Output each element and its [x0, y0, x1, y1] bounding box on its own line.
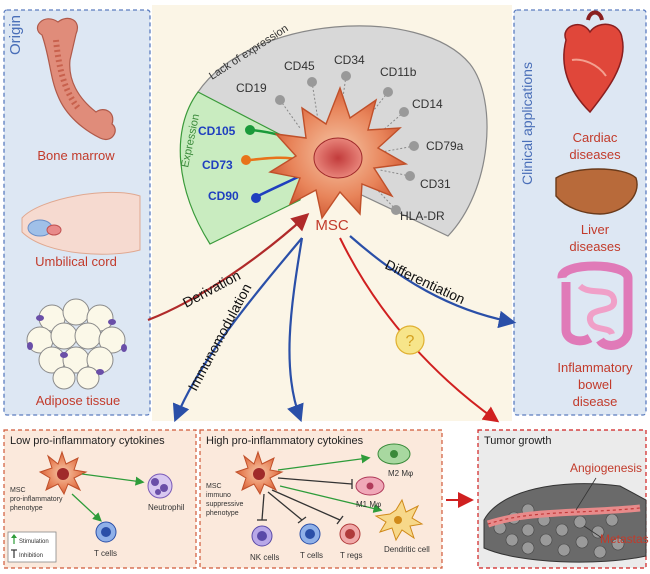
clinical-cardiac-line2: diseases [569, 147, 621, 162]
derivation-arrow [147, 213, 310, 322]
legend-stimulation: Stimulation [19, 539, 49, 545]
lack-marker-labels: CD19 CD45 CD34 CD11b CD14 CD79a CD31 HLA… [236, 53, 464, 223]
high-inhibition-lines [257, 477, 353, 525]
origin-panel: Origin Bone marrow Umbilical cord Adipos… [3, 9, 151, 416]
nk-cell-icon [251, 525, 273, 547]
immuno-arrow-left [172, 237, 303, 423]
angiogenesis-label: Angiogenesis [570, 461, 642, 475]
msc-cell-icon [268, 85, 409, 220]
dendritic-cell-icon [374, 498, 424, 542]
low-tcells-label: T cells [94, 549, 117, 558]
low-neutrophil-label: Neutrophil [148, 503, 185, 512]
high-stim-dendritic [279, 485, 383, 513]
adipose-tissue-icon [26, 298, 126, 390]
marker-cd105: CD105 [198, 124, 236, 138]
msc-label: MSC [315, 217, 349, 234]
clinical-ibd-line1: Inflammatory [557, 360, 633, 375]
low-title: Low pro-inflammatory cytokines [10, 435, 165, 447]
clinical-liver-line2: diseases [569, 239, 621, 254]
heart-icon [563, 10, 624, 114]
tumor-title: Tumor growth [484, 435, 551, 447]
high-msc-line1: MSC [206, 483, 222, 490]
low-tcell-icon [95, 521, 117, 543]
tregs-label: T regs [340, 551, 363, 560]
high-msc-line3: suppressive [206, 501, 243, 508]
source-umbilical-cord: Umbilical cord [35, 254, 117, 269]
cd73-dot [241, 155, 251, 165]
high-tcell-icon [299, 523, 321, 545]
source-bone-marrow: Bone marrow [37, 148, 115, 163]
bone-marrow-icon [36, 17, 116, 140]
marker-cd79a: CD79a [426, 139, 464, 153]
clinical-liver-line1: Liver [581, 222, 610, 237]
metastasis-label: Metastas [600, 532, 649, 546]
origin-title: Origin [7, 15, 24, 55]
clinical-cardiac-line1: Cardiac [573, 130, 618, 145]
m2-macrophage-icon [377, 443, 411, 465]
angiogenesis-pointer [575, 477, 597, 511]
dendritic-label: Dendritic cell [384, 545, 430, 554]
clinical-ibd-line3: disease [573, 394, 618, 409]
clinical-title: Clinical applications [519, 62, 535, 185]
clinical-ibd-line2: bowel [578, 377, 612, 392]
low-msc-icon [38, 450, 88, 496]
low-msc-line1: MSC [10, 487, 26, 494]
low-stim-tcells [71, 493, 102, 522]
expression-region: Expression [179, 91, 311, 245]
m2-label: M2 Mφ [388, 469, 413, 478]
tumor-tissue-icon [483, 483, 647, 563]
nk-label: NK cells [250, 553, 279, 562]
tumor-panel: Tumor growth Angiogenesis Metastas [477, 429, 649, 569]
legend-box: Stimulation Inhibition [7, 531, 57, 563]
marker-cd45: CD45 [284, 59, 315, 73]
low-stim-neutrophil [81, 473, 145, 486]
legend-inhibition: Inhibition [19, 553, 43, 559]
immuno-arrow-right [287, 237, 304, 423]
umbilical-cord-icon [21, 191, 141, 255]
treg-icon [339, 523, 361, 545]
marker-cd34: CD34 [334, 53, 365, 67]
high-stim-m2 [277, 454, 371, 471]
clinical-panel: Clinical applications Cardiac diseases L… [513, 9, 647, 416]
source-adipose-tissue: Adipose tissue [36, 393, 121, 408]
question-bubble [395, 325, 425, 355]
cd105-dot [245, 125, 255, 135]
stim-legend-head [11, 534, 17, 538]
neutrophil-icon [147, 473, 173, 499]
marker-cd11b: CD11b [380, 65, 417, 79]
marker-cd73: CD73 [202, 158, 233, 172]
high-tcells-label: T cells [300, 551, 323, 560]
m1-macrophage-icon [355, 476, 385, 496]
cd90-dot [251, 193, 261, 203]
low-msc-line2: pro-inflammatory [10, 496, 63, 503]
adipose-nuclei [27, 315, 127, 375]
high-cytokine-panel: High pro-inflammatory cytokines MSC immu… [199, 429, 443, 569]
marker-cd19: CD19 [236, 81, 267, 95]
marker-hla-dr: HLA-DR [400, 209, 445, 223]
metastasis-pointer [583, 525, 603, 539]
liver-icon [555, 168, 638, 215]
marker-cd31: CD31 [420, 177, 451, 191]
high-msc-line2: immuno [206, 492, 231, 499]
intestine-icon [557, 261, 633, 350]
low-msc-line3: phenotype [10, 505, 43, 512]
m1-label: M1 Mφ [356, 500, 381, 509]
marker-cd90: CD90 [208, 189, 239, 203]
differentiation-arrow [349, 235, 517, 329]
high-title: High pro-inflammatory cytokines [206, 435, 364, 447]
question-mark: ? [406, 333, 415, 350]
low-cytokine-panel: Low pro-inflammatory cytokines MSC pro-i… [3, 429, 197, 569]
lack-marker-dots [275, 71, 419, 215]
high-msc-icon [234, 450, 284, 496]
marker-cd14: CD14 [412, 97, 443, 111]
high-msc-line4: phenotype [206, 510, 239, 517]
